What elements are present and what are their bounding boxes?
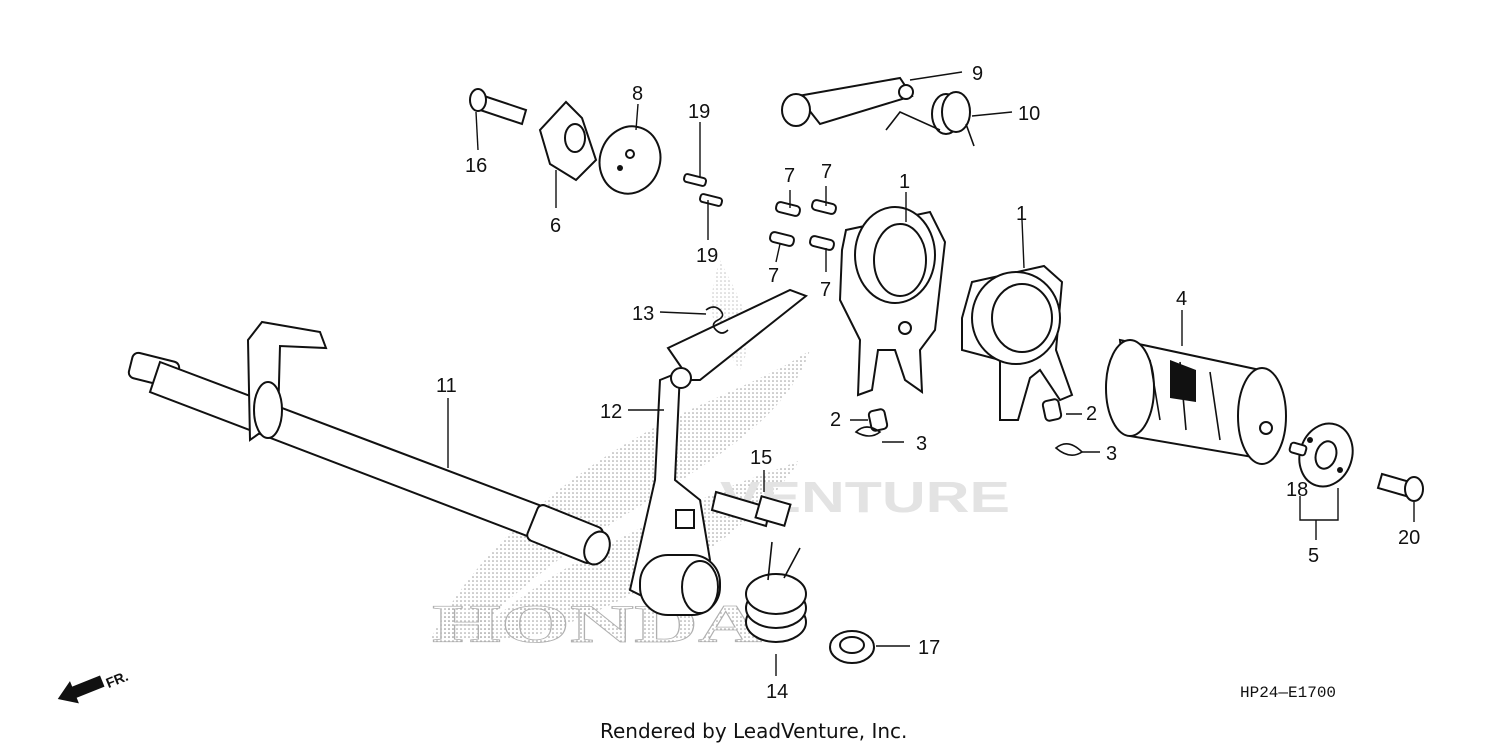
callout-2-right[interactable]: 2 [1086, 403, 1097, 425]
spindle-bolt[interactable] [710, 490, 792, 528]
callout-19-bottom[interactable]: 19 [696, 245, 718, 267]
callouts: 16 6 8 19 19 7 7 7 7 9 10 1 1 4 13 12 11… [436, 63, 1420, 703]
callout-19-top[interactable]: 19 [688, 101, 710, 123]
callout-10[interactable]: 10 [1018, 103, 1040, 125]
callout-12[interactable]: 12 [600, 401, 622, 423]
gearshift-spindle[interactable] [127, 320, 615, 568]
stopper-arm-spring[interactable] [885, 91, 975, 147]
oil-seal[interactable] [829, 630, 875, 664]
callout-17[interactable]: 17 [918, 637, 940, 659]
callout-14[interactable]: 14 [766, 681, 788, 703]
callout-20[interactable]: 20 [1398, 527, 1420, 549]
stopper-plate[interactable] [538, 100, 598, 182]
leader-lines [447, 71, 1415, 676]
callout-11[interactable]: 11 [436, 375, 457, 397]
fork-pin-right[interactable] [1041, 398, 1063, 422]
shift-drum[interactable] [1105, 338, 1287, 465]
spindle-return-spring[interactable] [745, 541, 807, 643]
guide-pin-4[interactable] [808, 235, 836, 251]
arm-return-spring[interactable] [705, 306, 729, 334]
callout-16[interactable]: 16 [465, 155, 487, 177]
callout-5[interactable]: 5 [1308, 545, 1319, 567]
fork-pin-left[interactable] [867, 408, 889, 432]
shift-fork-right[interactable] [961, 264, 1074, 421]
callout-18[interactable]: 18 [1286, 479, 1308, 501]
guide-pin-1[interactable] [774, 201, 802, 217]
callout-9[interactable]: 9 [972, 63, 983, 85]
guide-pin-2[interactable] [810, 199, 838, 215]
callout-1-right[interactable]: 1 [1016, 203, 1027, 225]
callout-4[interactable]: 4 [1176, 288, 1187, 310]
stopper-arm[interactable] [781, 76, 914, 127]
front-direction-indicator: FR. [57, 668, 131, 704]
callout-3-left[interactable]: 3 [916, 433, 927, 455]
callout-13[interactable]: 13 [632, 303, 654, 325]
callout-8[interactable]: 8 [632, 83, 643, 105]
callout-7-b[interactable]: 7 [821, 161, 832, 183]
callout-2-left[interactable]: 2 [830, 409, 841, 431]
callout-3-right[interactable]: 3 [1106, 443, 1117, 465]
front-label: FR. [104, 668, 131, 691]
callout-7-c[interactable]: 7 [768, 265, 779, 287]
gearshift-cam[interactable] [591, 118, 669, 201]
dowel-pin-a[interactable] [682, 173, 708, 187]
cotter-pin-right[interactable] [1054, 443, 1084, 456]
front-arrow-icon [57, 675, 105, 704]
callout-6[interactable]: 6 [550, 215, 561, 237]
cotter-pin-left[interactable] [854, 426, 882, 437]
callout-15[interactable]: 15 [750, 447, 772, 469]
shift-fork-left[interactable] [838, 206, 947, 397]
render-credit: Rendered by LeadVenture, Inc. [600, 719, 907, 743]
dowel-pin-b[interactable] [698, 193, 724, 207]
diagram-code: HP24—E1700 [1240, 684, 1336, 702]
callout-7-d[interactable]: 7 [820, 279, 831, 301]
drum-center-bolt[interactable] [1376, 472, 1424, 502]
gearshift-arm[interactable] [628, 288, 809, 616]
stopper-bolt[interactable] [469, 88, 528, 126]
guide-pin-3[interactable] [768, 231, 796, 247]
callout-7-a[interactable]: 7 [784, 165, 795, 187]
callout-1-left[interactable]: 1 [899, 171, 910, 193]
dowel-pin[interactable] [1288, 441, 1308, 457]
